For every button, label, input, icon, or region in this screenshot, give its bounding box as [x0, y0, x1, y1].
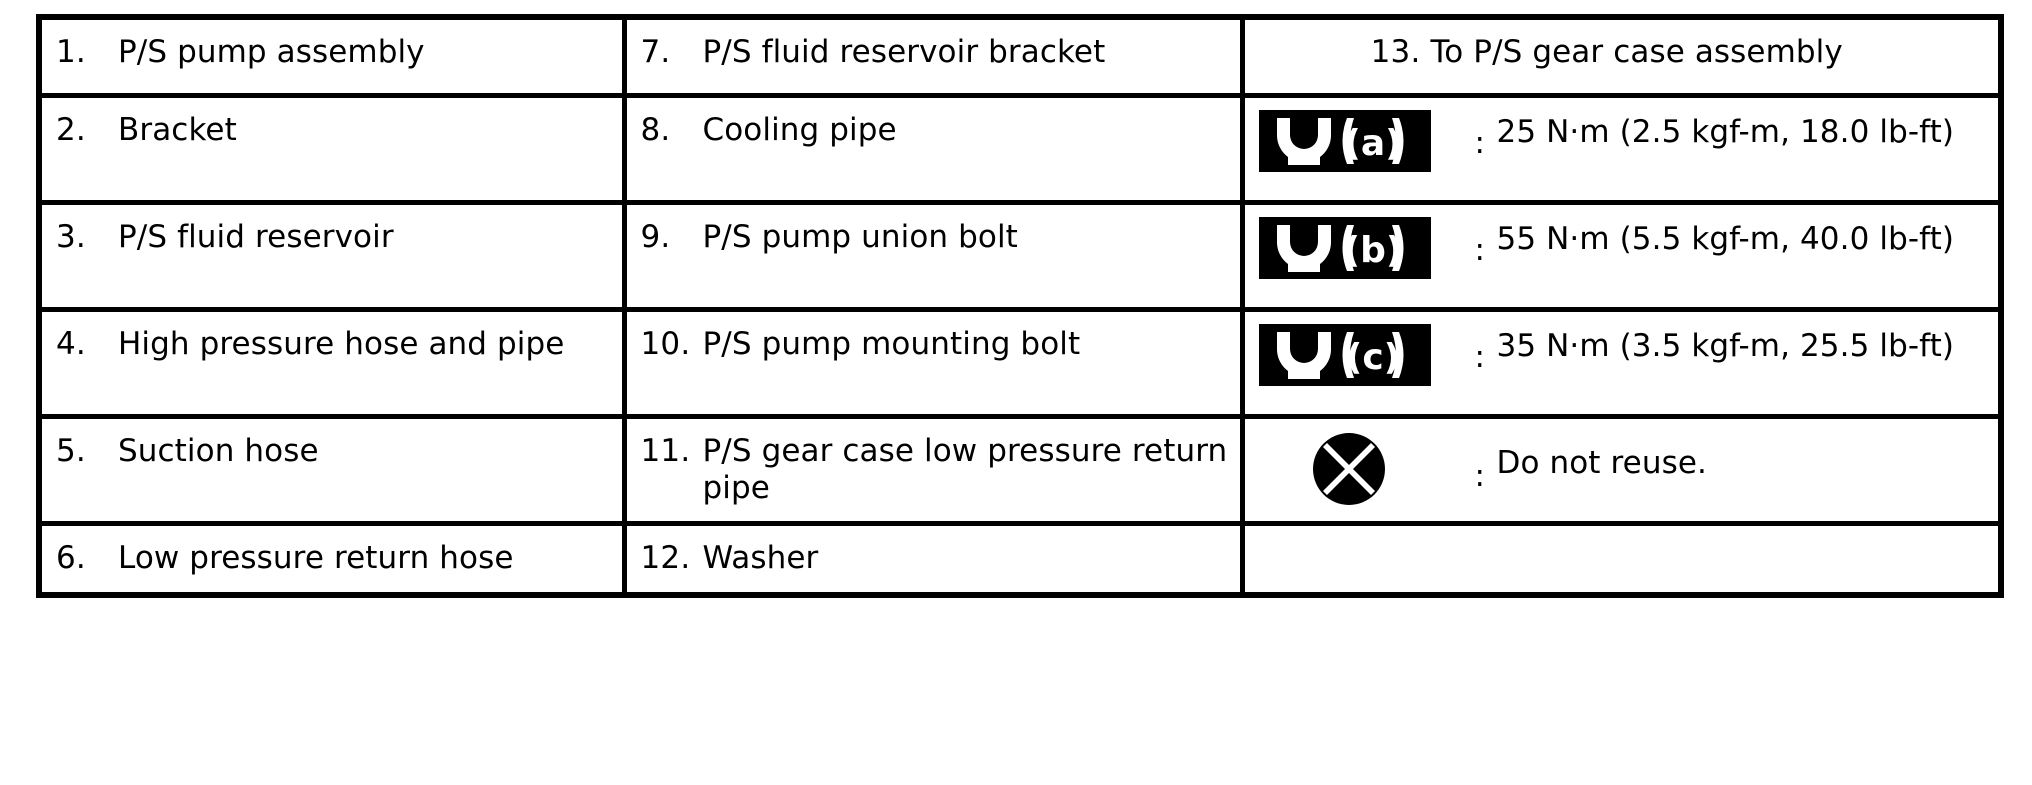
parts-entry: 13. To P/S gear case assembly — [1245, 20, 1999, 82]
spec-value: 25 N·m (2.5 kgf-m, 18.0 lb-ft) — [1496, 113, 1955, 150]
wrench-icon-wrap: (a) — [1258, 109, 1469, 172]
parts-entry: 11. P/S gear case low pressure return pi… — [627, 419, 1240, 519]
entry-number: 7. — [640, 34, 671, 70]
entry-label: High pressure hose and pipe — [118, 325, 565, 362]
entry-label: To P/S gear case assembly — [1430, 34, 1843, 70]
entry-label: P/S fluid reservoir bracket — [702, 34, 1106, 70]
entry-number: 1. — [56, 34, 86, 70]
parts-entry: 12. Washer — [627, 526, 1240, 588]
entry-number: 9. — [640, 218, 671, 255]
torque-spec: (c) : 35 N·m (3.5 kgf-m, 25.5 lb-ft) — [1245, 312, 1999, 396]
wrench-icon: (c) — [1258, 323, 1431, 386]
entry-number: 12. — [640, 539, 691, 576]
entry-number: 5. — [56, 432, 86, 469]
spec-colon: : — [1474, 338, 1485, 375]
cell-left-5: 5. Suction hose — [36, 413, 627, 526]
entry-number: 2. — [56, 111, 86, 148]
entry-label: Suction hose — [118, 432, 319, 469]
parts-entry: 5. Suction hose — [42, 419, 622, 481]
circle-x-icon-wrap — [1259, 431, 1469, 507]
cell-left-1: 1. P/S pump assembly — [36, 14, 627, 98]
spec-value: 35 N·m (3.5 kgf-m, 25.5 lb-ft) — [1496, 327, 1955, 364]
cell-left-4: 4. High pressure hose and pipe — [36, 306, 627, 419]
table-row: 4. High pressure hose and pipe 10. P/S p… — [36, 306, 2004, 419]
cell-left-6: 6. Low pressure return hose — [36, 520, 627, 598]
cell-right-5: : Do not reuse. — [1239, 413, 2004, 526]
wrench-letter: (a) — [1344, 123, 1401, 164]
cell-right-6 — [1239, 520, 2004, 598]
parts-entry: 7. P/S fluid reservoir bracket — [627, 20, 1240, 82]
entry-label: P/S gear case low pressure return pipe — [702, 432, 1228, 507]
torque-spec: (b) : 55 N·m (5.5 kgf-m, 40.0 lb-ft) — [1245, 205, 1999, 289]
cell-right-1: 13. To P/S gear case assembly — [1239, 14, 2004, 98]
wrench-icon-wrap: (b) — [1258, 216, 1469, 279]
spec-colon: : — [1474, 231, 1485, 268]
entry-number: 4. — [56, 325, 86, 362]
entry-label: P/S pump mounting bolt — [702, 325, 1081, 362]
parts-entry: 2. Bracket — [42, 98, 622, 160]
entry-label: Low pressure return hose — [118, 539, 514, 576]
table-row: 6. Low pressure return hose 12. Washer — [36, 520, 2004, 598]
cell-left-2: 2. Bracket — [36, 92, 627, 205]
table-row: 2. Bracket 8. Cooling pipe — [36, 92, 2004, 205]
wrench-icon-wrap: (c) — [1258, 323, 1469, 386]
entry-label: Cooling pipe — [702, 111, 897, 148]
parts-entry: 6. Low pressure return hose — [42, 526, 622, 588]
entry-number: 3. — [56, 218, 86, 255]
cell-middle-2: 8. Cooling pipe — [621, 92, 1245, 205]
cell-right-3: (b) : 55 N·m (5.5 kgf-m, 40.0 lb-ft) — [1239, 199, 2004, 312]
entry-label: Washer — [702, 539, 819, 576]
entry-label: P/S pump assembly — [118, 34, 425, 70]
parts-entry: 4. High pressure hose and pipe — [42, 312, 622, 374]
entry-number: 11. — [640, 432, 691, 469]
parts-entry: 8. Cooling pipe — [627, 98, 1240, 160]
cell-left-3: 3. P/S fluid reservoir — [36, 199, 627, 312]
cell-middle-5: 11. P/S gear case low pressure return pi… — [621, 413, 1245, 526]
wrench-icon: (a) — [1258, 109, 1431, 172]
parts-entry: 3. P/S fluid reservoir — [42, 205, 622, 267]
wrench-letter: (c) — [1345, 337, 1399, 378]
wrench-letter: (b) — [1343, 230, 1402, 271]
wrench-icon: (b) — [1258, 216, 1431, 279]
torque-spec: (a) : 25 N·m (2.5 kgf-m, 18.0 lb-ft) — [1245, 98, 1999, 182]
parts-entry: 1. P/S pump assembly — [42, 20, 622, 82]
parts-entry: 9. P/S pump union bolt — [627, 205, 1240, 267]
parts-entry: 10. P/S pump mounting bolt — [627, 312, 1240, 374]
entry-label: P/S pump union bolt — [702, 218, 1018, 255]
cell-middle-4: 10. P/S pump mounting bolt — [621, 306, 1245, 419]
do-not-reuse-spec: : Do not reuse. — [1245, 419, 1999, 517]
entry-number: 13. — [1370, 34, 1421, 70]
circle-x-icon — [1311, 431, 1387, 507]
cell-middle-3: 9. P/S pump union bolt — [621, 199, 1245, 312]
parts-legend-table: 1. P/S pump assembly 7. P/S fluid reserv… — [36, 14, 2004, 598]
entry-number: 10. — [640, 325, 691, 362]
spec-colon: : — [1474, 124, 1485, 161]
entry-label: P/S fluid reservoir — [118, 218, 394, 255]
entry-number: 6. — [56, 539, 86, 576]
spec-colon: : — [1474, 457, 1485, 494]
spec-value: 55 N·m (5.5 kgf-m, 40.0 lb-ft) — [1496, 220, 1955, 257]
entry-number: 8. — [640, 111, 671, 148]
table-row: 1. P/S pump assembly 7. P/S fluid reserv… — [36, 14, 2004, 98]
spec-value: Do not reuse. — [1496, 444, 1707, 481]
cell-right-2: (a) : 25 N·m (2.5 kgf-m, 18.0 lb-ft) — [1239, 92, 2004, 205]
entry-label: Bracket — [118, 111, 237, 148]
cell-right-4: (c) : 35 N·m (3.5 kgf-m, 25.5 lb-ft) — [1239, 306, 2004, 419]
cell-middle-6: 12. Washer — [621, 520, 1245, 598]
table-row: 5. Suction hose 11. P/S gear case low pr… — [36, 413, 2004, 526]
cell-middle-1: 7. P/S fluid reservoir bracket — [621, 14, 1245, 98]
table-row: 3. P/S fluid reservoir 9. P/S pump union… — [36, 199, 2004, 312]
